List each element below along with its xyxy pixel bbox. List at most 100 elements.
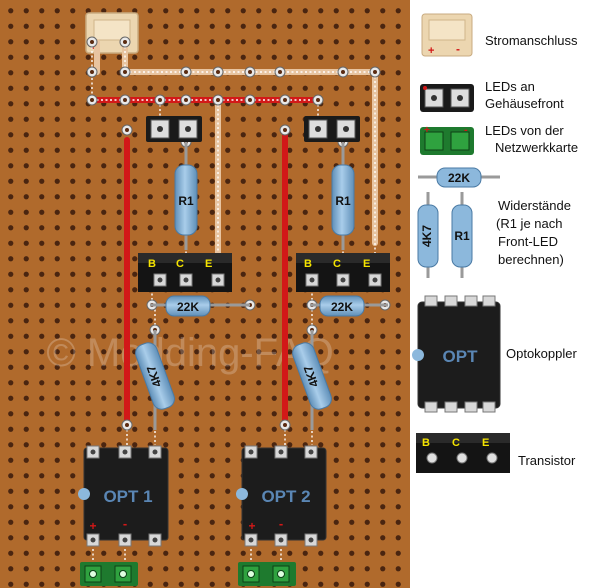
solder-joint-hole bbox=[90, 98, 94, 102]
transistor-left-b: B bbox=[148, 258, 156, 270]
solder-joint-hole bbox=[125, 423, 129, 427]
legend-panel: + - Stromanschluss LEDs an Gehäusefront … bbox=[410, 0, 603, 588]
watermark: © Modding-FAQ bbox=[46, 331, 333, 375]
solder-joint-hole bbox=[158, 98, 162, 102]
solder-joint-hole bbox=[283, 128, 287, 132]
legend-transistor-label: Transistor bbox=[518, 453, 576, 468]
nic-led-pin bbox=[119, 570, 127, 578]
solder-joint-hole bbox=[248, 98, 252, 102]
legend-resistors-line1: Widerstände bbox=[498, 198, 571, 213]
legend-transistor-b: B bbox=[422, 437, 430, 449]
transistor-left-c: C bbox=[176, 258, 184, 270]
legend-nic-minus: - bbox=[464, 124, 468, 136]
legend-front-led-icon bbox=[420, 84, 474, 112]
solder-joint-hole bbox=[90, 40, 94, 44]
solder-joint-hole bbox=[184, 70, 188, 74]
ic-pin-hole bbox=[183, 277, 189, 283]
resistor-4k7-left: 4K7 bbox=[135, 330, 175, 430]
resistor-22k-left: 22K bbox=[150, 295, 250, 317]
ic-pin-hole bbox=[248, 537, 254, 543]
solder-joint-hole bbox=[248, 70, 252, 74]
solder-joint-hole bbox=[283, 98, 287, 102]
transistor-right: B C E bbox=[296, 253, 390, 292]
resistor-22k-left-label: 22K bbox=[177, 300, 199, 314]
solder-joint-hole bbox=[283, 423, 287, 427]
resistor-r1-left: R1 bbox=[174, 142, 198, 250]
legend-opt-label: OPT bbox=[443, 347, 479, 366]
transistor-right-b: B bbox=[304, 258, 312, 270]
solder-joint-hole bbox=[373, 70, 377, 74]
solder-joint-hole bbox=[123, 40, 127, 44]
legend-r1-resistor-icon: R1 bbox=[451, 192, 473, 278]
solder-joint-hole bbox=[184, 98, 188, 102]
nic-led-header-right bbox=[238, 562, 296, 586]
power-connector: + - bbox=[85, 12, 139, 55]
legend-power-minus: - bbox=[456, 42, 460, 56]
stripboard-diagram: © Modding-FAQ + - bbox=[0, 0, 410, 588]
resistor-22k-right-label: 22K bbox=[331, 300, 353, 314]
nic-led-header-left bbox=[80, 562, 138, 586]
legend-front-leds-line2: Gehäusefront bbox=[485, 96, 564, 111]
legend-r1-label: R1 bbox=[454, 229, 470, 243]
optocoupler-left-plus: + bbox=[89, 519, 96, 533]
resistor-r1-right: R1 bbox=[331, 142, 355, 250]
board-holes bbox=[0, 0, 410, 588]
optocoupler-right-label: OPT 2 bbox=[261, 487, 310, 506]
legend-22k-label: 22K bbox=[448, 171, 470, 185]
ic-pin-hole bbox=[122, 537, 128, 543]
legend-4k7-label: 4K7 bbox=[420, 225, 434, 247]
legend-resistors-line4: berechnen) bbox=[498, 252, 564, 267]
nic-led-pin bbox=[89, 570, 97, 578]
ic-pin-hole bbox=[215, 277, 221, 283]
optocoupler-right: OPT 2 + - bbox=[236, 447, 327, 541]
resistor-r1-right-label: R1 bbox=[335, 194, 351, 208]
legend-22k-resistor-icon: 22K bbox=[418, 167, 500, 188]
front-led-header-left bbox=[146, 116, 202, 142]
front-led-header-right bbox=[304, 116, 360, 142]
ic-pin-hole bbox=[372, 277, 378, 283]
transistor-right-c: C bbox=[333, 258, 341, 270]
ic-pin-hole bbox=[152, 449, 158, 455]
transistor-right-e: E bbox=[363, 258, 370, 270]
optocoupler-left: OPT 1 + - bbox=[78, 447, 169, 541]
solder-joint-hole bbox=[216, 98, 220, 102]
optocoupler-left-minus: - bbox=[123, 516, 127, 531]
ic-pin-hole bbox=[152, 537, 158, 543]
resistor-22k-right: 22K bbox=[310, 295, 388, 317]
legend-front-leds-line1: LEDs an bbox=[485, 79, 535, 94]
resistor-4k7-right: 4K7 bbox=[292, 330, 332, 430]
solder-joints bbox=[86, 36, 391, 431]
legend-optocoupler-icon: OPT bbox=[412, 295, 501, 413]
legend-nic-plus: + bbox=[424, 125, 430, 136]
solder-joint-hole bbox=[341, 70, 345, 74]
legend-power-connector-icon: + - bbox=[421, 13, 473, 57]
ic-pin-hole bbox=[278, 537, 284, 543]
ic-pins bbox=[86, 273, 382, 578]
optocoupler-right-minus: - bbox=[279, 516, 283, 531]
ic-pin-hole bbox=[278, 449, 284, 455]
ic-pin-hole bbox=[90, 537, 96, 543]
solder-joint-hole bbox=[123, 70, 127, 74]
legend-transistor-c: C bbox=[452, 437, 460, 449]
resistor-r1-left-label: R1 bbox=[178, 194, 194, 208]
nic-led-pin bbox=[247, 570, 255, 578]
legend-optocoupler-label: Optokoppler bbox=[506, 346, 577, 361]
legend-power-label: Stromanschluss bbox=[485, 33, 578, 48]
solder-joint-hole bbox=[125, 128, 129, 132]
legend-nic-leds-line2: Netzwerkkarte bbox=[495, 140, 578, 155]
solder-joint-hole bbox=[316, 98, 320, 102]
optocoupler-right-plus: + bbox=[248, 519, 255, 533]
ic-pin-hole bbox=[122, 449, 128, 455]
solder-joint-hole bbox=[216, 70, 220, 74]
nic-led-pin bbox=[277, 570, 285, 578]
legend-nic-led-icon: + - bbox=[420, 124, 474, 155]
ic-pin-hole bbox=[308, 449, 314, 455]
ic-pin-hole bbox=[340, 277, 346, 283]
legend-resistors-line3: Front-LED bbox=[498, 234, 558, 249]
legend-4k7-resistor-icon: 4K7 bbox=[417, 192, 439, 278]
legend-nic-leds-line1: LEDs von der bbox=[485, 123, 564, 138]
solder-joint-hole bbox=[90, 70, 94, 74]
solder-joint-hole bbox=[278, 70, 282, 74]
ic-pin-hole bbox=[90, 449, 96, 455]
legend-power-plus: + bbox=[428, 45, 434, 57]
